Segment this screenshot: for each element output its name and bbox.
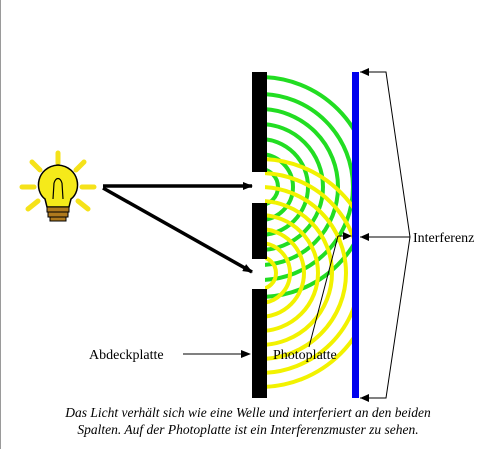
barrier-top-segment <box>252 72 267 172</box>
lower-wavefront-3 <box>265 227 306 319</box>
lower-wavefront-4 <box>265 213 320 333</box>
lower-wavefront-1 <box>265 255 278 291</box>
photo-plate-pointer <box>308 235 339 348</box>
caption-line-1: Das Licht verhält sich wie eine Welle un… <box>65 405 431 420</box>
cover-plate-label: Abdeckplatte <box>89 348 164 363</box>
caption-line-2: Spalten. Auf der Photoplatte ist ein Int… <box>77 422 419 437</box>
cover-plate <box>252 72 267 398</box>
barrier-bottom-segment <box>252 289 267 398</box>
photo-plate <box>352 72 359 398</box>
wavefronts-lower-slit <box>265 157 355 389</box>
lower-wavefront-5 <box>265 199 334 347</box>
cover-plate-arrowhead <box>241 350 251 358</box>
photo-plate-label: Photoplatte <box>273 348 337 363</box>
upper-wavefront-2 <box>265 152 295 222</box>
interference-label: Interferenz <box>413 231 474 246</box>
light-bulb-icon <box>19 150 97 222</box>
window-edge <box>0 0 1 449</box>
lower-wavefront-2 <box>265 241 292 305</box>
upper-wavefront-5 <box>265 107 340 267</box>
barrier-middle-segment <box>252 203 267 259</box>
upper-wavefront-4 <box>265 122 325 252</box>
light-ray-lower <box>102 186 253 274</box>
figure-caption: Das Licht verhält sich wie eine Welle un… <box>18 404 478 438</box>
photo-plate-arrowhead <box>343 232 352 240</box>
interference-arrowheads <box>360 68 369 402</box>
lower-wavefront-6 <box>265 185 348 361</box>
